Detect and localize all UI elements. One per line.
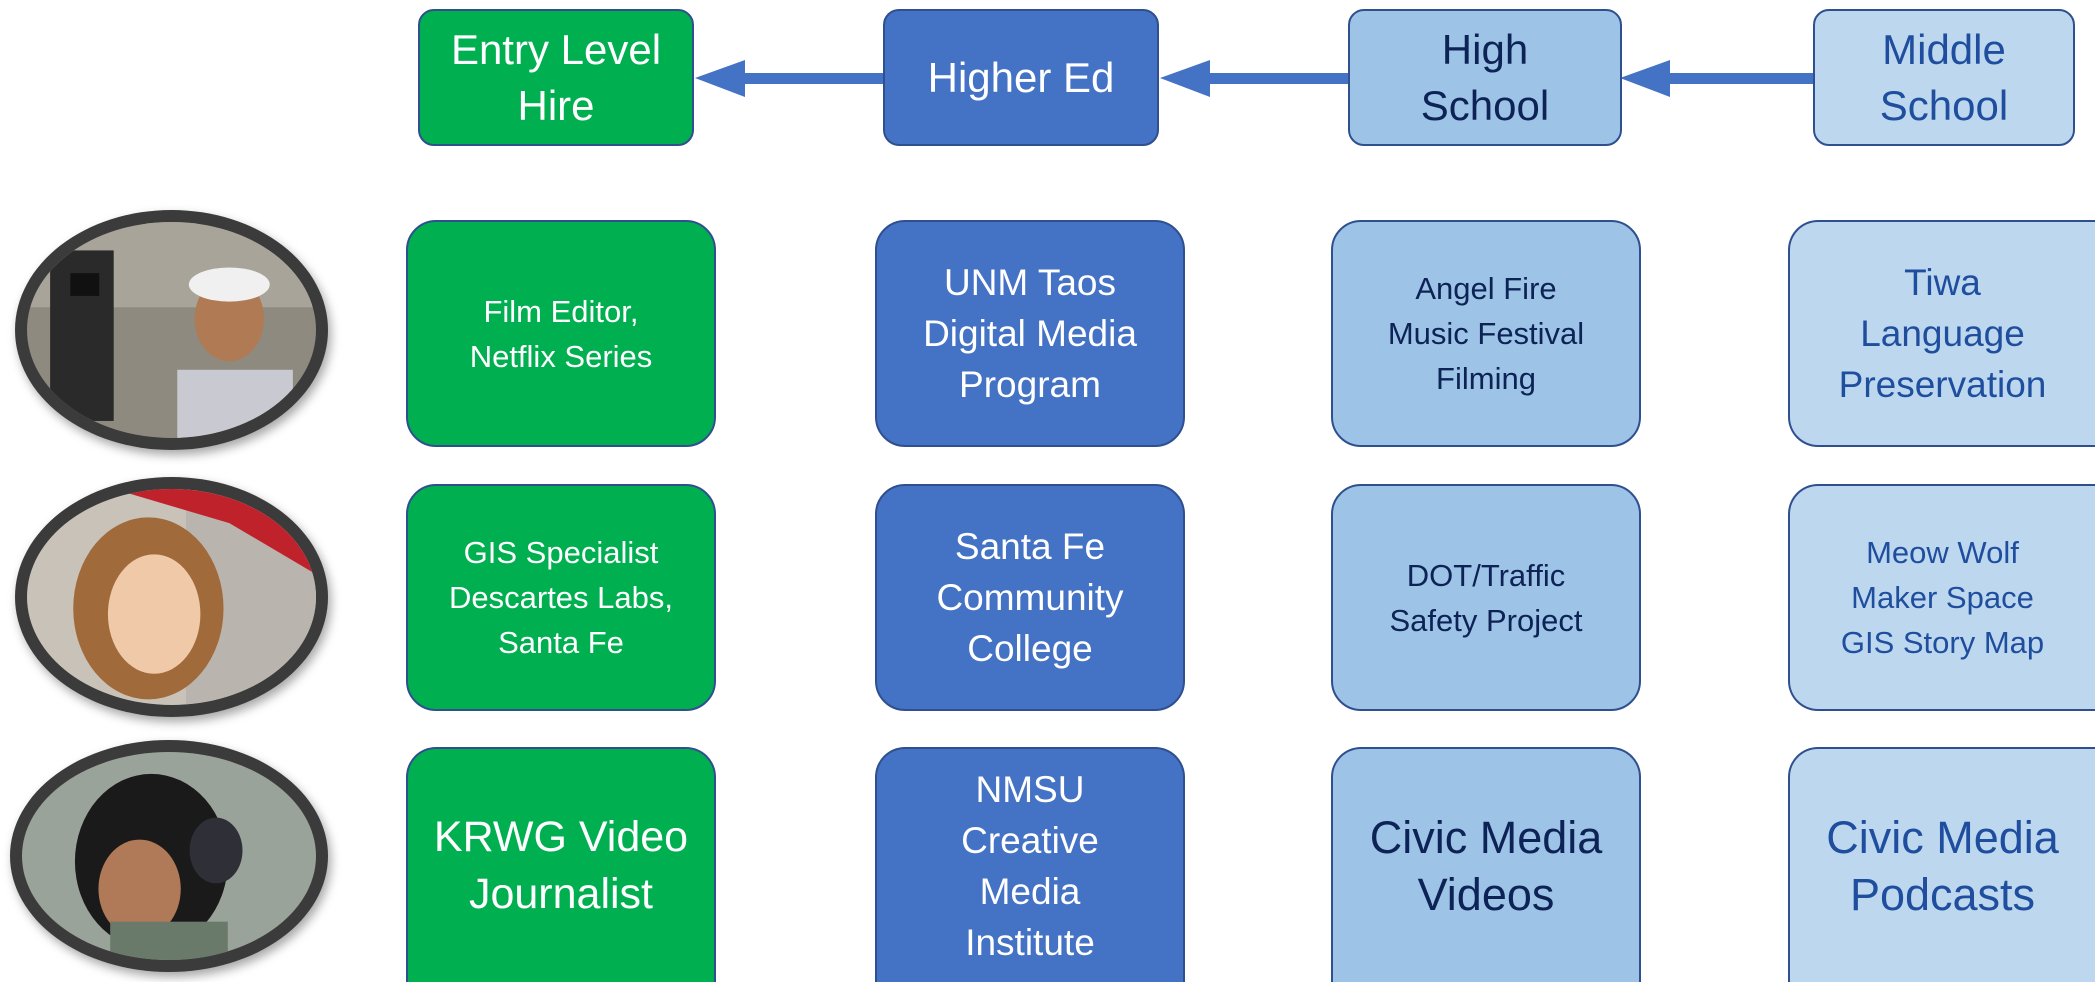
arrow-middle-to-high: [1620, 60, 1815, 97]
header-middle-school: Middle School: [1813, 9, 2075, 146]
header-higher-ed: Higher Ed: [883, 9, 1159, 146]
row3-entry-card: KRWG Video Journalist: [406, 747, 716, 982]
row1-middle-card: Tiwa Language Preservation: [1788, 220, 2095, 447]
header-high-school: High School: [1348, 9, 1622, 146]
row2-middle-card: Meow Wolf Maker Space GIS Story Map: [1788, 484, 2095, 711]
row3-high-card: Civic Media Videos: [1331, 747, 1641, 982]
row2-entry-card: GIS Specialist Descartes Labs, Santa Fe: [406, 484, 716, 711]
student-photo-3: [10, 740, 328, 972]
arrow-higher-to-entry: [695, 60, 885, 97]
row3-middle-card: Civic Media Podcasts: [1788, 747, 2095, 982]
arrow-high-to-higher: [1160, 60, 1350, 97]
row2-high-card: DOT/Traffic Safety Project: [1331, 484, 1641, 711]
row1-entry-card: Film Editor, Netflix Series: [406, 220, 716, 447]
header-entry-level-hire: Entry Level Hire: [418, 9, 694, 146]
student-photo-1: [15, 210, 328, 450]
row1-high-card: Angel Fire Music Festival Filming: [1331, 220, 1641, 447]
row2-higher-card: Santa Fe Community College: [875, 484, 1185, 711]
student-photo-2: [15, 477, 328, 717]
row1-higher-card: UNM Taos Digital Media Program: [875, 220, 1185, 447]
row3-higher-card: NMSU Creative Media Institute: [875, 747, 1185, 982]
